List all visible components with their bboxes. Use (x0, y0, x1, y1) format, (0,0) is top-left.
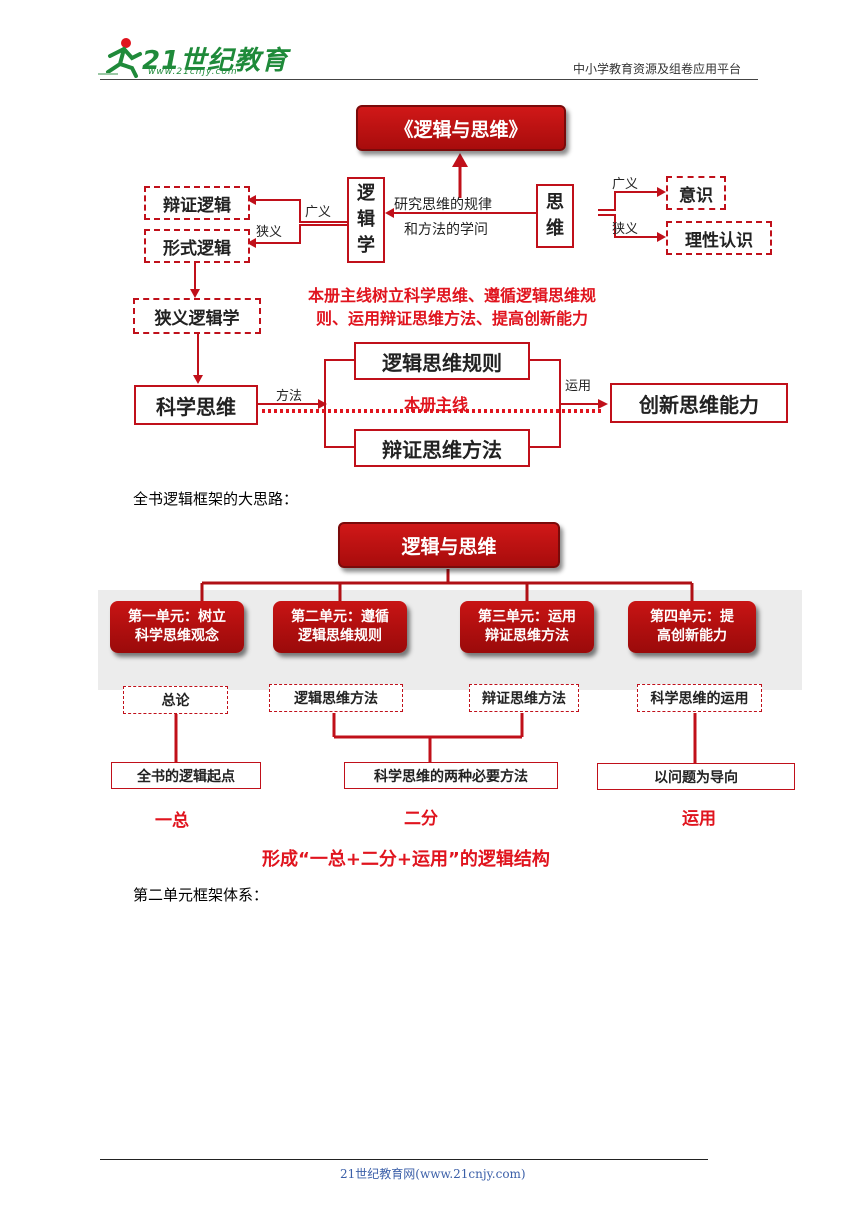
framework-diagram: 逻辑与思维 第一单元：树立 科学思维观念 第二单元：遵循 逻辑思维规则 第三单元… (0, 515, 860, 875)
header: 21世纪教育 www.21cnjy.com 中小学教育资源及组卷应用平台 (0, 0, 860, 90)
mainline-line-1: 本册主线树立科学思维、遵循逻辑思维规 (308, 286, 597, 305)
rational-cognition-box: 理性认识 (666, 221, 772, 255)
book-mainline: 本册主线 (404, 395, 469, 414)
two-parts-label: 二分 (404, 809, 438, 829)
diagram2-title: 逻辑与思维 (338, 522, 560, 568)
formal-logic-box: 形式逻辑 (144, 229, 250, 263)
method-label: 方法 (276, 389, 303, 404)
caption-unit2-framework: 第二单元框架体系： (133, 886, 269, 904)
left-narrow-label: 狭义 (256, 225, 283, 240)
unit-3-sub: 辩证思维方法 (469, 684, 579, 712)
unit-2-sub: 逻辑思维方法 (269, 684, 403, 712)
consciousness-box: 意识 (666, 176, 726, 210)
footer-divider (100, 1159, 708, 1160)
start-point-box: 全书的逻辑起点 (111, 762, 261, 789)
unit-1-box: 第一单元：树立 科学思维观念 (110, 601, 244, 653)
diagram1-connectors (190, 153, 666, 448)
dialectical-logic-box: 辩证逻辑 (144, 186, 250, 220)
logic-rules-box: 逻辑思维规则 (354, 342, 530, 380)
innovative-ability-box: 创新思维能力 (610, 383, 788, 423)
middle-text-1: 研究思维的规律 (394, 197, 492, 213)
two-methods-box: 科学思维的两种必要方法 (344, 762, 558, 789)
unit-4-sub: 科学思维的运用 (637, 684, 762, 712)
scientific-thinking-box: 科学思维 (134, 385, 258, 425)
left-broad-label: 广义 (305, 205, 332, 220)
unit-3-box: 第三单元：运用 辩证思维方法 (460, 601, 594, 653)
one-whole-label: 一总 (155, 811, 189, 831)
unit-2-box: 第二单元：遵循 逻辑思维规则 (273, 601, 407, 653)
header-divider (100, 79, 758, 80)
problem-oriented-box: 以问题为导向 (597, 763, 795, 790)
application-label: 运用 (682, 809, 716, 829)
platform-name: 中小学教育资源及组卷应用平台 (573, 62, 742, 76)
logic-diagram: 《逻辑与思维》 逻 辑 学 思 维 研究思维的规律 和方法的学问 广义 狭义 辩… (0, 95, 860, 475)
logo-name: 21世纪教育 (142, 46, 289, 76)
mainline-line-2: 则、运用辩证思维方法、提高创新能力 (316, 309, 589, 328)
diagram1-title: 《逻辑与思维》 (356, 105, 566, 151)
unit-4-box: 第四单元：提 高创新能力 (628, 601, 756, 653)
logic-box: 逻 辑 学 (347, 177, 385, 263)
thinking-box: 思 维 (536, 184, 574, 248)
dialectical-methods-box: 辩证思维方法 (354, 429, 530, 467)
logo-url: www.21cnjy.com (148, 67, 238, 77)
unit-1-sub: 总论 (123, 686, 228, 714)
apply-label: 运用 (565, 379, 592, 394)
right-broad-label: 广义 (612, 177, 639, 192)
narrow-logic-box: 狭义逻辑学 (133, 298, 261, 334)
caption-logic-framework: 全书逻辑框架的大思路： (133, 490, 299, 508)
logic-structure-label: 形成“一总+二分+运用”的逻辑结构 (262, 849, 550, 870)
footer-link[interactable]: 21世纪教育网(www.21cnjy.com) (340, 1167, 526, 1181)
right-narrow-label: 狭义 (612, 222, 639, 237)
diagram2-connectors (174, 569, 697, 763)
middle-text-2: 和方法的学问 (404, 222, 488, 238)
runner-logo-icon (98, 38, 142, 78)
